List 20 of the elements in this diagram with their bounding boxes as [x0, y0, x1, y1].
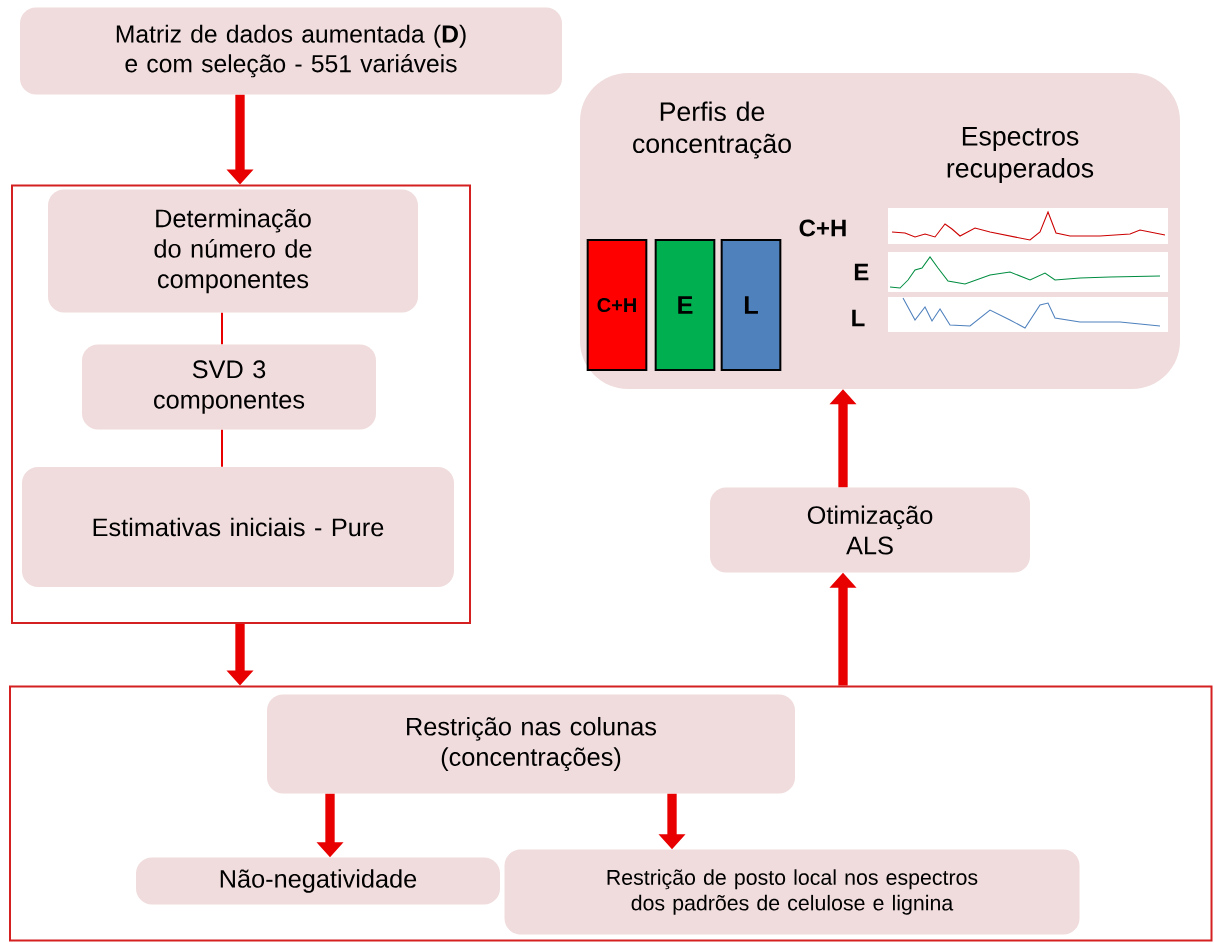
spectrum-label: C+H [799, 219, 846, 237]
panel-heading: Perfis de concentração [633, 101, 791, 159]
process-box: Matriz de dados aumentada (D) e com seleção - 551 variáveis [20, 7, 562, 95]
process-box: Restrição de posto local nos espectros dos padrões de celulose e lignina [504, 849, 1080, 935]
process-box: Restrição nas colunas (concentrações) [267, 694, 795, 794]
profile-bar: L [720, 239, 782, 371]
connector-line [221, 311, 223, 346]
process-box: Determinação do número de componentes [48, 189, 418, 313]
group-frame [11, 184, 471, 624]
spectrum-label: L [852, 309, 865, 327]
process-box: Otimização ALS [710, 487, 1030, 573]
process-box: Estimativas iniciais - Pure [22, 467, 454, 587]
spectrum-label: E [854, 263, 869, 281]
profile-bar: C+H [586, 239, 648, 371]
panel-heading: Espectros recuperados [947, 127, 1094, 183]
profile-bar: E [654, 239, 716, 371]
group-frame [9, 685, 1213, 942]
process-box: SVD 3 componentes [82, 344, 376, 430]
process-box: Não-negatividade [136, 857, 500, 905]
connector-line [221, 428, 223, 468]
